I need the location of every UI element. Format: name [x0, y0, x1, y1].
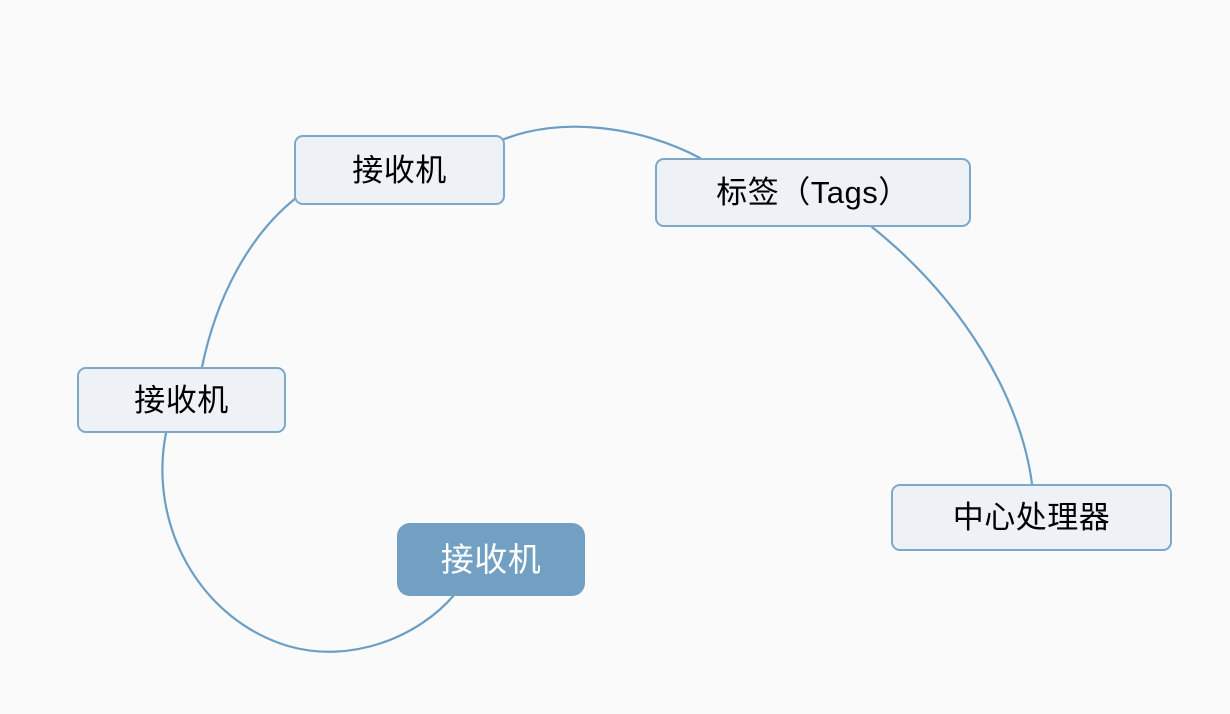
edge-connector [870, 225, 1034, 486]
node-label: 接收机 [134, 382, 229, 418]
edge-connector [161, 431, 457, 653]
node-label: 接收机 [352, 152, 447, 188]
edge-connector [500, 125, 702, 160]
node-receiver-top[interactable]: 接收机 [294, 135, 505, 205]
edge-connector [200, 196, 298, 369]
node-receiver-selected[interactable]: 接收机 [397, 523, 585, 596]
node-label: 接收机 [440, 541, 542, 578]
node-label: 标签（Tags） [716, 175, 910, 210]
node-label: 中心处理器 [952, 500, 1111, 535]
node-receiver-left[interactable]: 接收机 [77, 367, 286, 433]
node-cpu[interactable]: 中心处理器 [891, 484, 1172, 551]
node-tags[interactable]: 标签（Tags） [655, 158, 971, 227]
